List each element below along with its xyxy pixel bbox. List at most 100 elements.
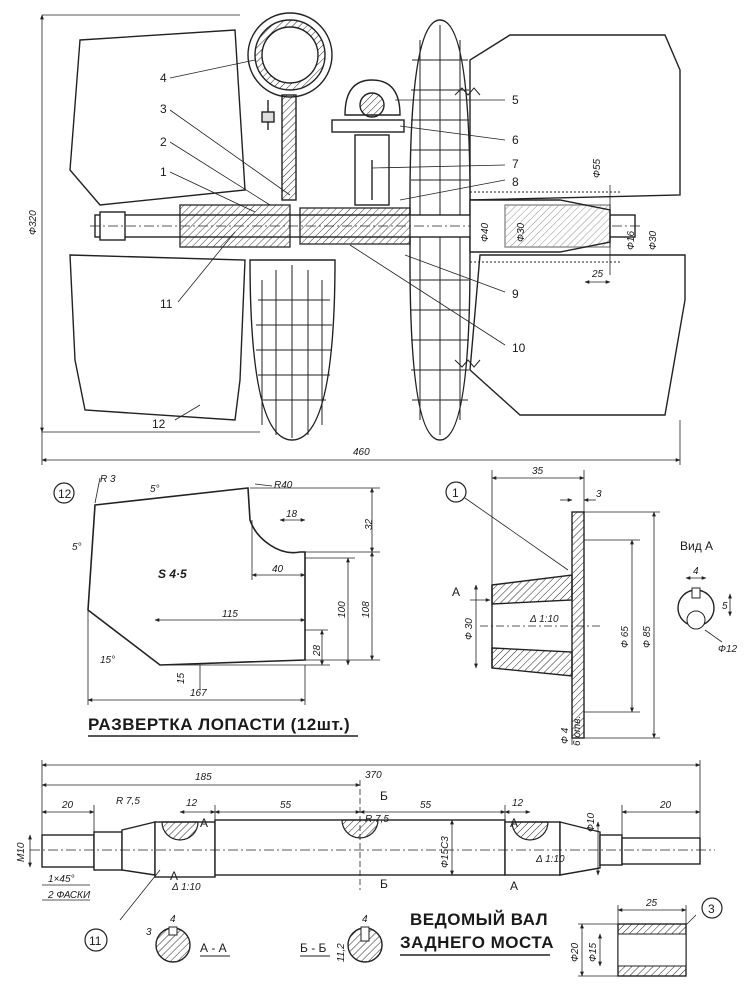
blade-development: 12 R 3 R40 5° 5° 15° 18 32 40 115 100 10… bbox=[53, 474, 380, 737]
hub-part: 1 А 35 3 Ф 30 Δ 1:10 Ф 65 bbox=[445, 466, 738, 746]
cut-mark-a-left: А bbox=[200, 816, 208, 830]
cut-mark-b-lower: Б bbox=[380, 877, 388, 891]
callout-11: 11 bbox=[160, 297, 173, 311]
dim-diameter-30: Ф 30 bbox=[464, 618, 475, 640]
dim-chamfer-count: 2 ФАСКИ bbox=[47, 890, 91, 901]
dim-diameter-40: Ф40 bbox=[480, 222, 491, 242]
section-bb-label: Б - Б bbox=[300, 941, 327, 955]
dim-thread-m10: М10 bbox=[16, 842, 27, 862]
assembly-dimensions: Ф320 460 Ф55 Ф40 Ф30 Ф16 Ф30 25 bbox=[28, 158, 659, 458]
blade-upper-left bbox=[69, 29, 246, 206]
section-bb-depth: 11,2 bbox=[336, 943, 347, 962]
dim-12-left: 12 bbox=[186, 798, 198, 809]
blade-lower-right bbox=[469, 254, 686, 416]
dim-r3: R 3 bbox=[100, 474, 116, 485]
callout-6: 6 bbox=[512, 133, 519, 147]
shaft-title-line1: ВЕДОМЫЙ ВАЛ bbox=[410, 910, 548, 929]
dim-55-left: 55 bbox=[280, 800, 292, 811]
dim-diameter-320: Ф320 bbox=[28, 210, 39, 235]
dim-25: 25 bbox=[591, 269, 604, 280]
driven-shaft: 370 185 20 20 R 7,5 R 7,5 12 12 55 55 Ф1… bbox=[16, 760, 715, 963]
callout-12: 12 bbox=[152, 417, 166, 431]
cut-mark-a-right: А bbox=[510, 816, 518, 830]
callout-8: 8 bbox=[512, 175, 519, 189]
dim-167: 167 bbox=[190, 688, 207, 699]
section-mark-a: А bbox=[452, 585, 460, 599]
bushing-length: 25 bbox=[645, 898, 658, 909]
dim-angle-5-left: 5° bbox=[72, 542, 82, 553]
dim-r40: R40 bbox=[274, 480, 293, 491]
blade-outline bbox=[87, 487, 306, 666]
callout-3: 3 bbox=[160, 102, 167, 116]
cut-mark-b-upper: Б bbox=[380, 789, 388, 803]
taper-left: Δ 1:10 bbox=[171, 882, 201, 893]
callout-4: 4 bbox=[160, 71, 167, 85]
shaft-title-line2: ЗАДНЕГО МОСТА bbox=[400, 933, 554, 952]
dim-diameter-30: Ф30 bbox=[516, 222, 527, 242]
section-aa-width: 4 bbox=[170, 914, 176, 925]
dim-r7-5-left: R 7,5 bbox=[116, 796, 140, 807]
dim-diameter-15: Ф15С3 bbox=[440, 836, 451, 868]
dim-chamfer: 1×45° bbox=[48, 874, 75, 885]
blade-badge: 12 bbox=[58, 487, 72, 501]
dim-diameter-65: Ф 65 bbox=[620, 626, 631, 648]
view-a-title: Вид А bbox=[680, 539, 713, 553]
dim-diameter-4: Ф 4 bbox=[560, 727, 571, 744]
dim-diameter-85: Ф 85 bbox=[642, 626, 653, 648]
dim-angle-15: 15° bbox=[100, 655, 115, 666]
callout-9: 9 bbox=[512, 287, 519, 301]
dim-18: 18 bbox=[286, 509, 298, 520]
dim-diameter-10: Ф10 bbox=[586, 812, 597, 832]
taper-right: Δ 1:10 bbox=[535, 854, 565, 865]
dim-185: 185 bbox=[195, 772, 212, 783]
hub-badge: 1 bbox=[452, 486, 459, 500]
callout-1: 1 bbox=[160, 165, 167, 179]
dim-40: 40 bbox=[272, 564, 284, 575]
cut-mark-a-left-lower: А bbox=[170, 869, 178, 883]
view-a-dim-diameter-12: Ф12 bbox=[718, 644, 738, 655]
bushing-badge: 3 bbox=[708, 902, 715, 916]
dim-370: 370 bbox=[365, 770, 382, 781]
sprocket-teeth bbox=[454, 87, 481, 368]
cut-mark-a-right-lower: А bbox=[510, 879, 518, 893]
view-a-dim-4: 4 bbox=[693, 566, 699, 577]
assembly-view bbox=[69, 12, 686, 441]
shaft-badge: 11 bbox=[89, 934, 102, 948]
taper-hub: Δ 1:10 bbox=[529, 614, 559, 625]
dim-diameter-55: Ф55 bbox=[592, 158, 603, 178]
dim-diameter-30-right: Ф30 bbox=[648, 230, 659, 250]
dim-108: 108 bbox=[361, 601, 372, 618]
dim-angle-5-top: 5° bbox=[150, 484, 160, 495]
dim-115: 115 bbox=[222, 609, 238, 620]
blade-title: РАЗВЕРТКА ЛОПАСТИ (12шт.) bbox=[88, 715, 350, 734]
dim-12-right: 12 bbox=[512, 798, 524, 809]
bushing-part: 3 25 Ф20 Ф15 bbox=[570, 897, 723, 977]
callout-7: 7 bbox=[512, 157, 519, 171]
dim-r7-5-mid: R 7,5 bbox=[365, 814, 389, 825]
dim-3: 3 bbox=[596, 489, 602, 500]
bushing-diameter-20: Ф20 bbox=[570, 942, 581, 962]
holes-count: 6 отв. bbox=[572, 716, 583, 746]
dim-55-right: 55 bbox=[420, 800, 432, 811]
callout-10: 10 bbox=[512, 341, 526, 355]
dim-100: 100 bbox=[337, 601, 348, 618]
dim-28: 28 bbox=[312, 644, 323, 657]
view-a-dim-5: 5 bbox=[722, 601, 728, 612]
dim-15: 15 bbox=[176, 672, 187, 684]
section-aa-depth: 3 bbox=[146, 927, 152, 938]
dim-20-right: 20 bbox=[659, 800, 672, 811]
dim-diameter-16: Ф16 bbox=[626, 230, 637, 250]
dim-32: 32 bbox=[364, 518, 375, 530]
material-label: S 4·5 bbox=[158, 567, 187, 581]
assembly-callouts: 4 3 2 1 5 6 7 8 9 10 11 12 bbox=[152, 71, 526, 431]
dim-35: 35 bbox=[532, 466, 544, 477]
blade-lower-left bbox=[69, 254, 246, 421]
dim-20-left: 20 bbox=[61, 800, 74, 811]
section-bb-width: 4 bbox=[362, 914, 368, 925]
bushing-diameter-15: Ф15 bbox=[588, 942, 599, 962]
blade-upper-right bbox=[469, 34, 681, 201]
callout-2: 2 bbox=[160, 135, 167, 149]
dim-460: 460 bbox=[353, 447, 370, 458]
section-aa-label: А - А bbox=[200, 941, 227, 955]
